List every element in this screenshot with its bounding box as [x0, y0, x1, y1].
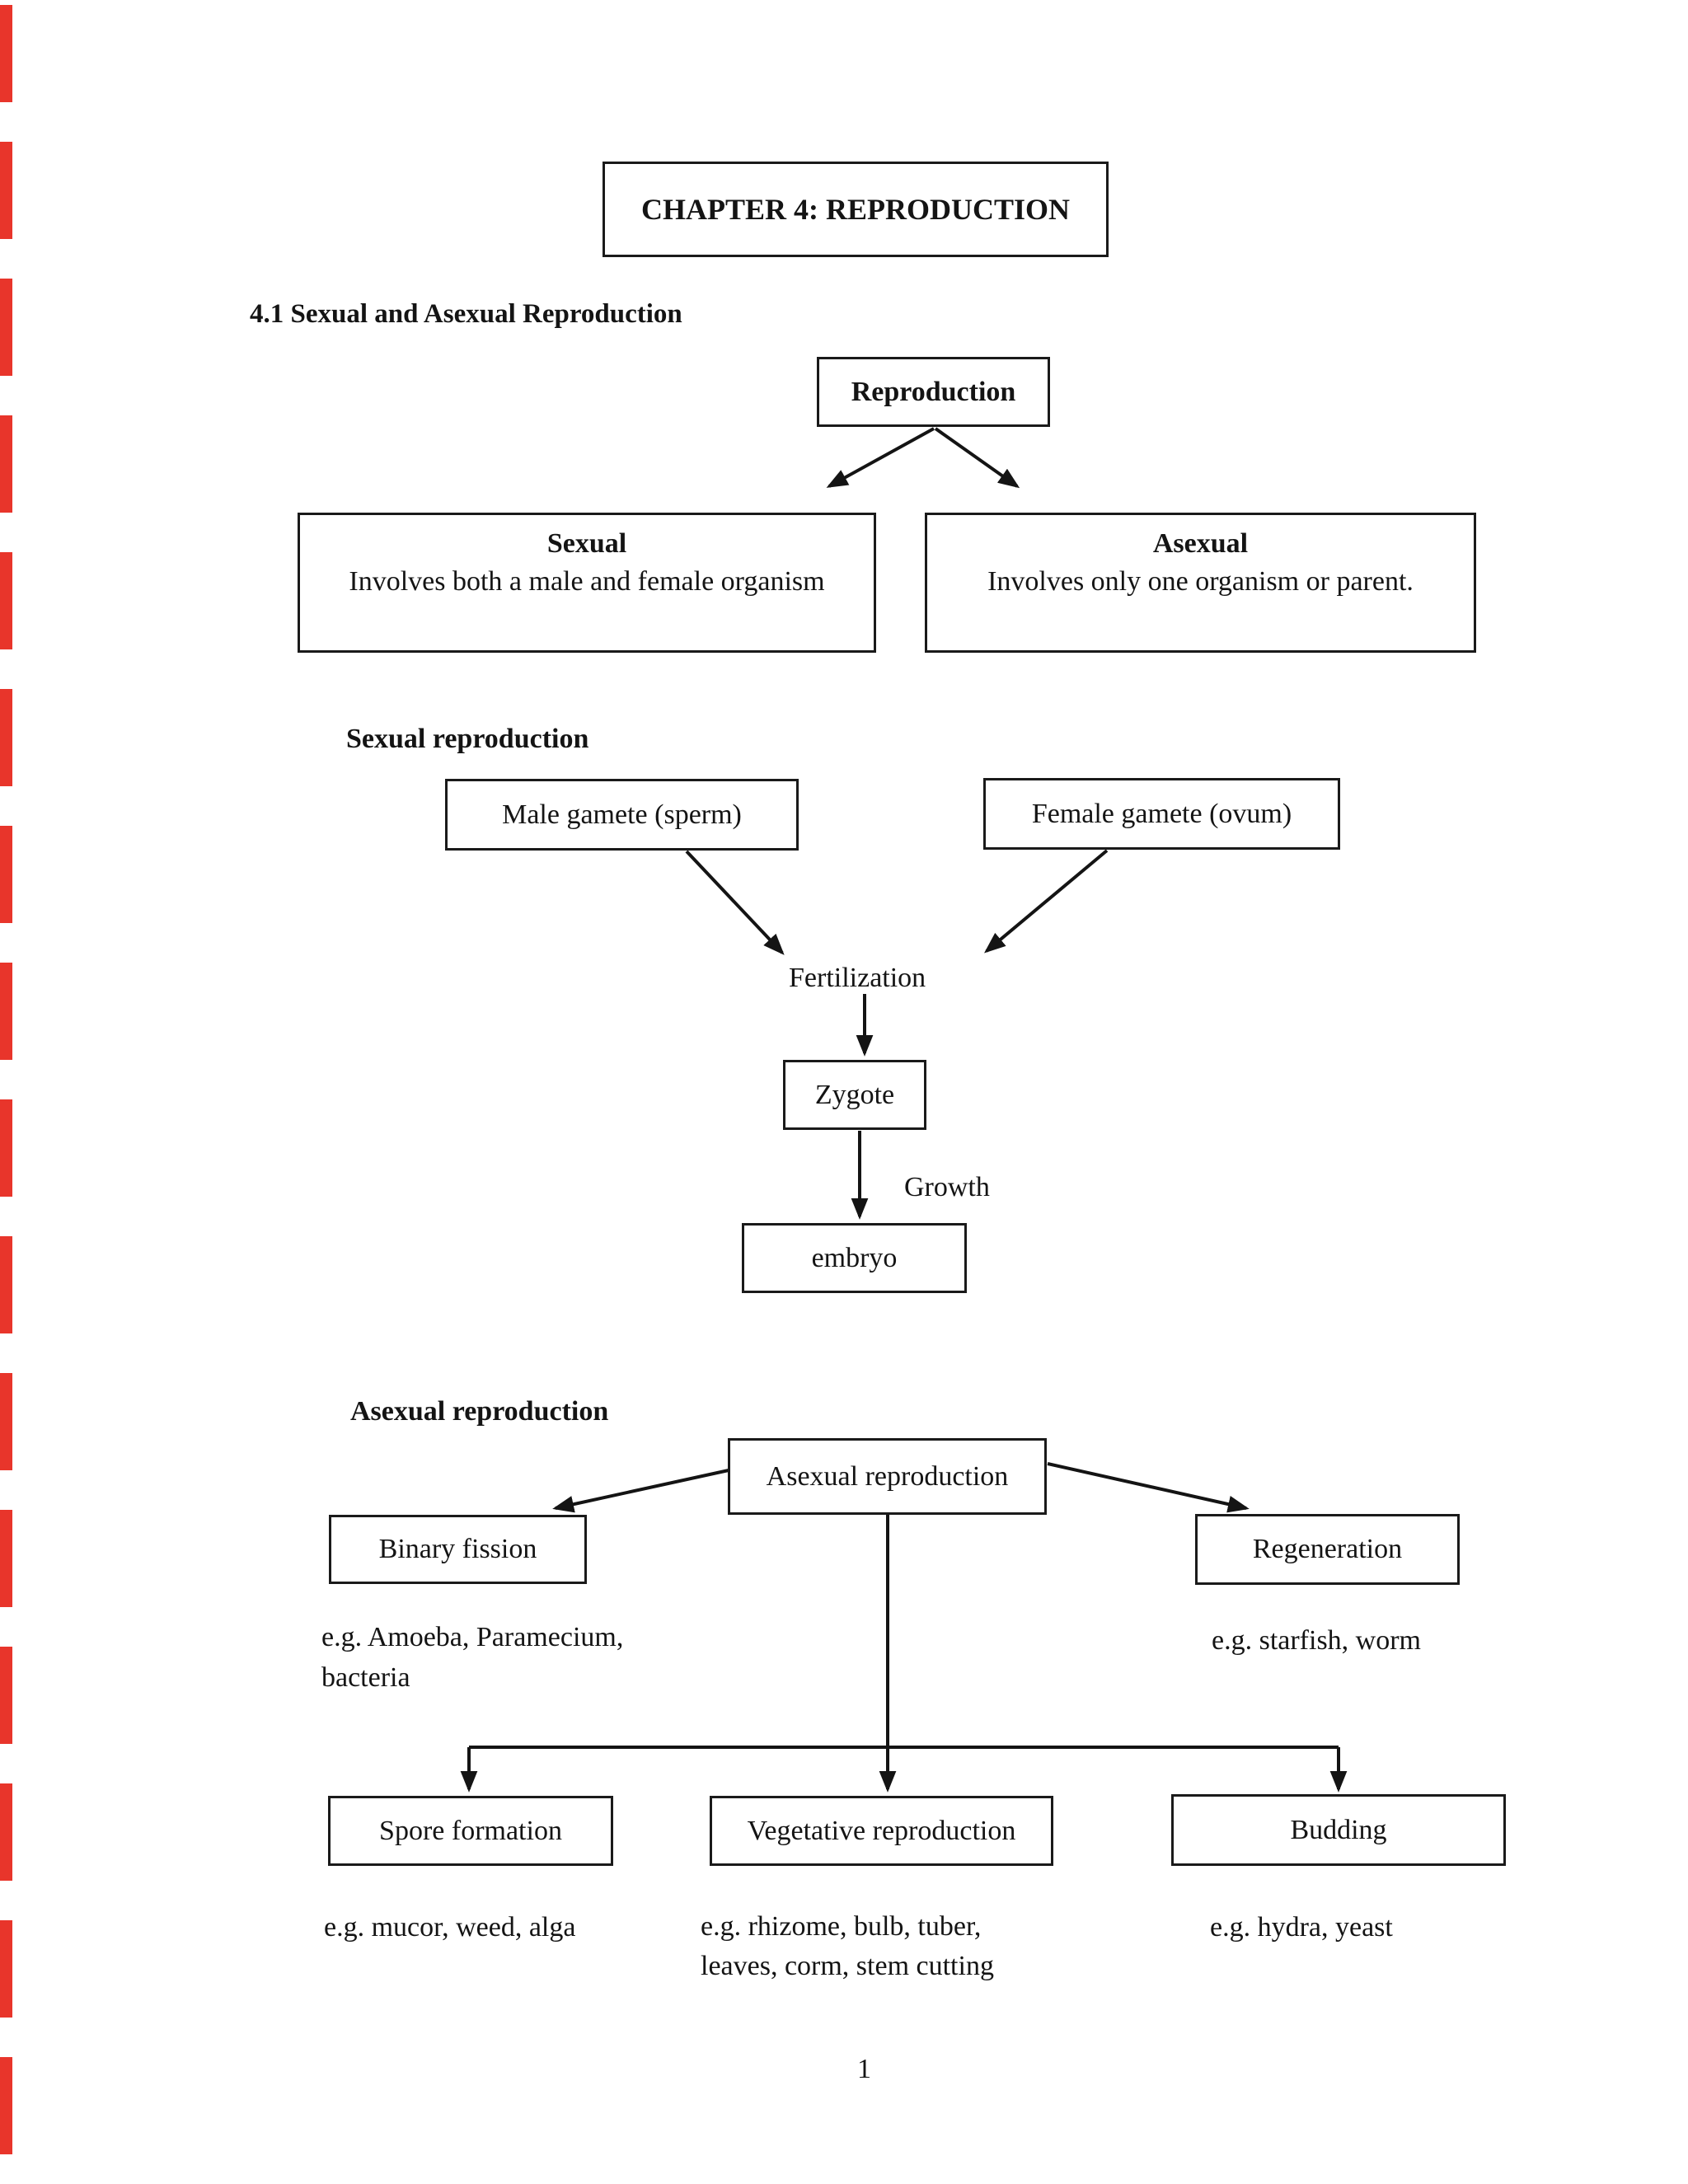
node-vegetative-reproduction: Vegetative reproduction	[710, 1796, 1053, 1866]
fertilization-label: Fertilization	[789, 963, 926, 993]
binary-fission-examples-line1: e.g. Amoeba, Paramecium,	[321, 1622, 624, 1652]
spore-formation-examples: e.g. mucor, weed, alga	[324, 1912, 576, 1943]
binary-fission-examples-line2: bacteria	[321, 1662, 410, 1693]
node-zygote-text: Zygote	[814, 1079, 895, 1110]
left-edge-red-dashes	[0, 5, 12, 2184]
node-asexual-reproduction: Asexual reproduction	[728, 1438, 1047, 1515]
vegetative-examples-line2: leaves, corm, stem cutting	[701, 1951, 994, 1981]
node-regeneration-text: Regeneration	[1252, 1534, 1403, 1564]
node-female-gamete: Female gamete (ovum)	[983, 778, 1340, 850]
node-embryo-text: embryo	[811, 1242, 898, 1273]
node-asexual: Asexual Involves only one organism or pa…	[925, 513, 1476, 653]
chapter-title-text: CHAPTER 4: REPRODUCTION	[640, 193, 1070, 226]
node-sexual-title: Sexual	[546, 528, 627, 559]
asexual-reproduction-heading: Asexual reproduction	[350, 1396, 609, 1427]
node-spore-formation: Spore formation	[328, 1796, 613, 1866]
node-sexual: Sexual Involves both a male and female o…	[298, 513, 876, 653]
node-spore-formation-text: Spore formation	[379, 1815, 562, 1846]
node-female-gamete-text: Female gamete (ovum)	[1031, 798, 1292, 829]
node-zygote: Zygote	[783, 1060, 926, 1130]
node-regeneration: Regeneration	[1195, 1514, 1460, 1585]
page-number: 1	[857, 2054, 871, 2084]
node-asexual-desc: Involves only one organism or parent.	[987, 566, 1414, 597]
node-asexual-reproduction-text: Asexual reproduction	[766, 1460, 1009, 1492]
node-binary-fission-text: Binary fission	[378, 1534, 537, 1564]
vegetative-examples-line1: e.g. rhizome, bulb, tuber,	[701, 1911, 982, 1942]
node-budding: Budding	[1171, 1794, 1506, 1866]
node-embryo: embryo	[742, 1223, 967, 1293]
node-male-gamete-text: Male gamete (sperm)	[502, 799, 742, 830]
regeneration-examples: e.g. starfish, worm	[1212, 1625, 1422, 1656]
vegetative-examples: e.g. rhizome, bulb, tuber, leaves, corm,…	[701, 1907, 994, 1986]
node-budding-text: Budding	[1290, 1814, 1387, 1845]
section-heading: 4.1 Sexual and Asexual Reproduction	[250, 299, 682, 329]
growth-label: Growth	[904, 1172, 990, 1202]
sexual-reproduction-heading: Sexual reproduction	[346, 724, 589, 754]
budding-examples: e.g. hydra, yeast	[1210, 1912, 1393, 1943]
node-reproduction: Reproduction	[817, 357, 1050, 427]
node-male-gamete: Male gamete (sperm)	[445, 779, 799, 851]
node-binary-fission: Binary fission	[329, 1515, 587, 1584]
node-asexual-title: Asexual	[1152, 528, 1249, 559]
node-reproduction-text: Reproduction	[851, 376, 1016, 407]
binary-fission-examples: e.g. Amoeba, Paramecium, bacteria	[321, 1617, 623, 1698]
chapter-title-box: CHAPTER 4: REPRODUCTION	[603, 162, 1109, 257]
node-vegetative-reproduction-text: Vegetative reproduction	[747, 1815, 1016, 1846]
node-sexual-desc: Involves both a male and female organism	[349, 566, 825, 597]
